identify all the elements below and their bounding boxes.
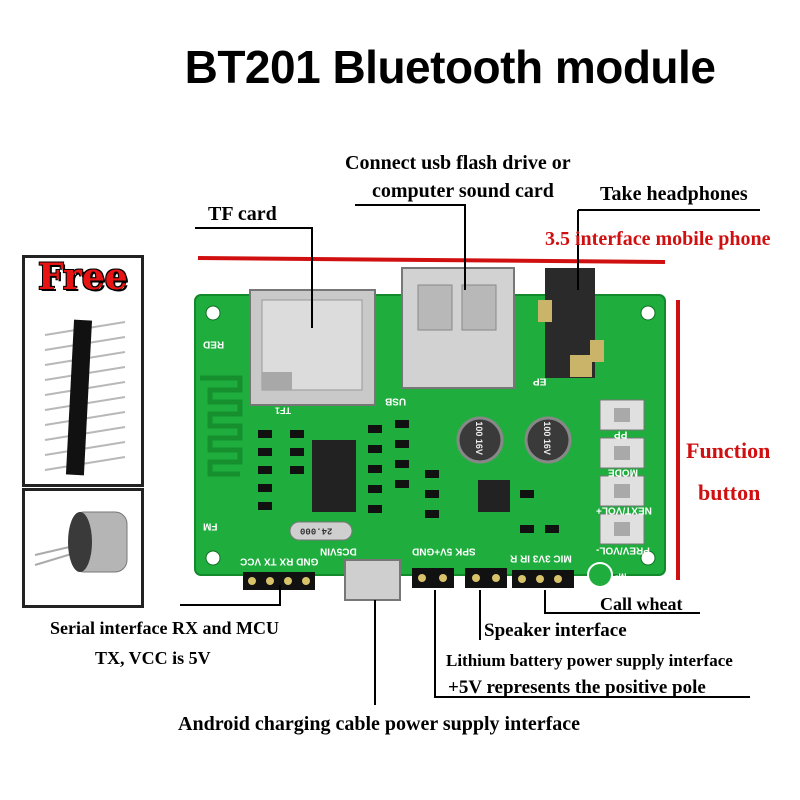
prev-mark: PREV/VOL- [596,544,650,556]
ep-mark: EP [533,375,547,387]
call-wheat-label: Call wheat [600,594,683,614]
lithium-label-line1: Lithium battery power supply interface [446,651,733,670]
crystal-mark: 24.000 [300,525,333,536]
tf-card-label: TF card [208,203,277,225]
capacitor-mark-left: 100 16V [473,421,484,455]
mobile-phone-label: 3.5 interface mobile phone [545,228,771,250]
microphone-icon [34,511,128,573]
fm-mark: FM [203,520,218,532]
next-mark: NEXT/VOL+ [596,504,652,516]
serial-label-line1: Serial interface RX and MCU [50,618,279,638]
pp-mark: PP [614,428,628,440]
android-power-label: Android charging cable power supply inte… [178,713,581,735]
function-label-line1: Function [686,438,771,463]
red-led-mark: RED [203,338,225,350]
function-label-line2: button [698,480,761,505]
headphones-label: Take headphones [600,183,748,205]
usb-mark: USB [385,395,407,407]
mode-mark: MODE [608,466,638,478]
usb-label-line1: Connect usb flash drive or [345,152,571,174]
mic-pins-mark: MIC 3V3 IR R [510,552,572,564]
usb-label-line2: computer sound card [372,180,554,202]
dc-pins-mark: DC5VIN [320,545,357,557]
pin-header-icon [44,319,126,476]
mic-plus-mark: M+ [578,580,593,592]
speaker-label: Speaker interface [484,620,627,641]
speaker-pins-mark: SPK 5V+GND [412,545,476,557]
serial-pins-mark: GND RX TX VCC [240,555,319,567]
lithium-label-line2: +5V represents the positive pole [448,677,706,698]
free-label: Free [38,256,128,298]
capacitor-mark-right: 100 16V [541,421,552,455]
tf-mark: TF1 [275,405,292,416]
page-title: BT201 Bluetooth module [184,41,716,93]
function-buttons [599,399,645,545]
serial-label-line2: TX, VCC is 5V [95,648,211,668]
mic-minus-mark: M- [615,570,627,582]
